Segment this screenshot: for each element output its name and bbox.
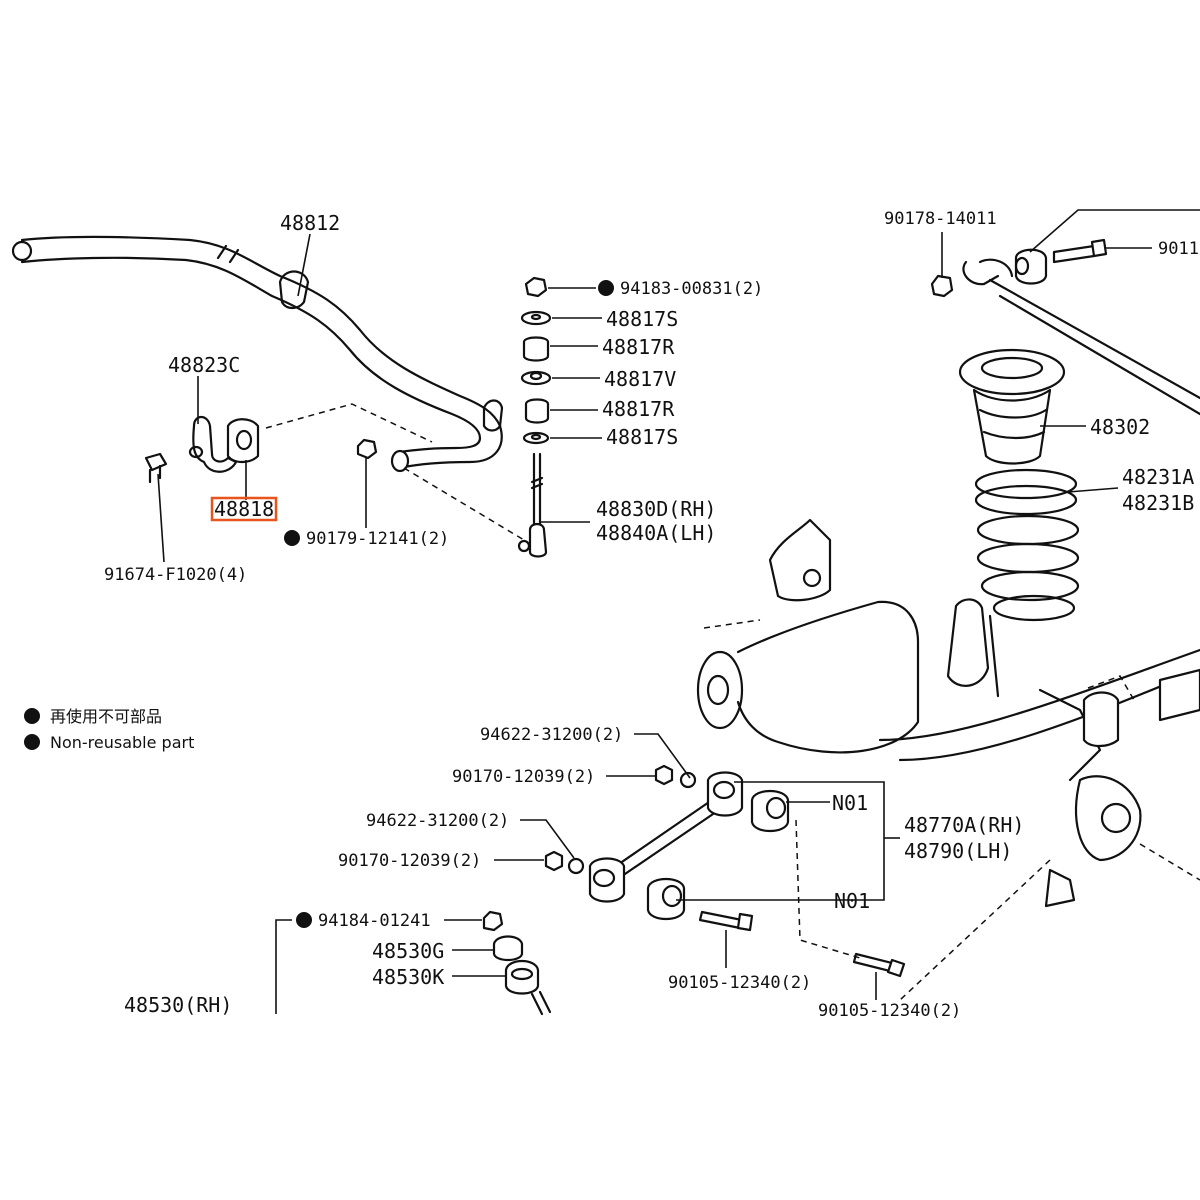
- label-spring-b: 48231B: [1122, 491, 1194, 515]
- label-retainer-mid: 48817V: [604, 367, 676, 391]
- label-bracket: 48823C: [168, 353, 240, 377]
- stabilizer-bushing: [226, 418, 260, 464]
- label-bracket-bolt: 91674-F1020(4): [104, 565, 247, 585]
- label-shock-absorber: 48530(RH): [124, 993, 232, 1017]
- label-nut-upper: 90170-12039(2): [452, 767, 595, 787]
- bump-stop: [958, 348, 1066, 465]
- legend-marker-en: [24, 734, 40, 750]
- label-bushing-lower: N01: [834, 889, 870, 913]
- stabilizer-bracket: [188, 415, 238, 473]
- link-hardware-stack: [520, 276, 552, 445]
- label-shock-cushion-k: 48530K: [372, 965, 444, 989]
- label-bushing-upper: N01: [832, 791, 868, 815]
- label-arm-rh: 48770A(RH): [904, 813, 1024, 837]
- label-cushion-upper: 48817R: [602, 335, 675, 359]
- label-stabilizer-bar: 48812: [280, 211, 340, 235]
- arm-bushings: [646, 789, 790, 921]
- highlight-box: [210, 496, 278, 522]
- stabilizer-assembly-lines: [265, 403, 525, 541]
- label-link-nut: 94183-00831(2): [620, 279, 763, 299]
- label-bushing-nut: 90179-12141(2): [306, 529, 449, 549]
- shock-hardware: [482, 910, 552, 1016]
- label-bump-stop: 48302: [1090, 415, 1150, 439]
- label-arm-bolt-1: 90105-12340(2): [668, 973, 811, 993]
- axle-housing: [696, 518, 1200, 908]
- label-top-nut: 90178-14011: [884, 209, 997, 229]
- legend: 再使用不可部品 Non-reusable part: [24, 707, 194, 752]
- bracket-nut: [356, 438, 378, 460]
- label-washer-lower: 94622-31200(2): [366, 811, 509, 831]
- bracket-bolt: [144, 452, 168, 484]
- label-retainer-lower: 48817S: [606, 425, 678, 449]
- leader-lines: [157, 209, 1200, 1014]
- nonreusable-marker: [284, 530, 300, 546]
- label-top-bolt: 9011: [1158, 239, 1199, 259]
- legend-text-jp: 再使用不可部品: [50, 707, 162, 726]
- nonreusable-marker: [598, 280, 614, 296]
- stabilizer-link: [517, 452, 548, 558]
- nonreusable-marker: [296, 912, 312, 928]
- stabilizer-bar: [11, 235, 504, 473]
- lower-arm: [588, 771, 744, 903]
- coil-spring: [974, 468, 1080, 622]
- arm-hardware: [544, 764, 906, 978]
- part-labels: 48812 48823C 48818 91674-F1020(4) 90179-…: [104, 209, 1199, 1021]
- label-arm-bolt-2: 90105-12340(2): [818, 1001, 961, 1021]
- label-retainer-upper: 48817S: [606, 307, 678, 331]
- label-washer-upper: 94622-31200(2): [480, 725, 623, 745]
- label-arm-lh: 48790(LH): [904, 839, 1012, 863]
- label-spring-a: 48231A: [1122, 465, 1194, 489]
- label-nut-lower: 90170-12039(2): [338, 851, 481, 871]
- label-bushing: 48818: [214, 497, 274, 521]
- label-link-lh: 48840A(LH): [596, 521, 716, 545]
- label-shock-nut: 94184-01241: [318, 911, 431, 931]
- label-shock-cushion-g: 48530G: [372, 939, 444, 963]
- housing-dashed-lines: [703, 619, 1200, 1001]
- label-link-rh: 48830D(RH): [596, 497, 716, 521]
- label-cushion-lower: 48817R: [602, 397, 675, 421]
- legend-marker-jp: [24, 708, 40, 724]
- upper-control-arm: [930, 238, 1200, 416]
- legend-text-en: Non-reusable part: [50, 733, 194, 752]
